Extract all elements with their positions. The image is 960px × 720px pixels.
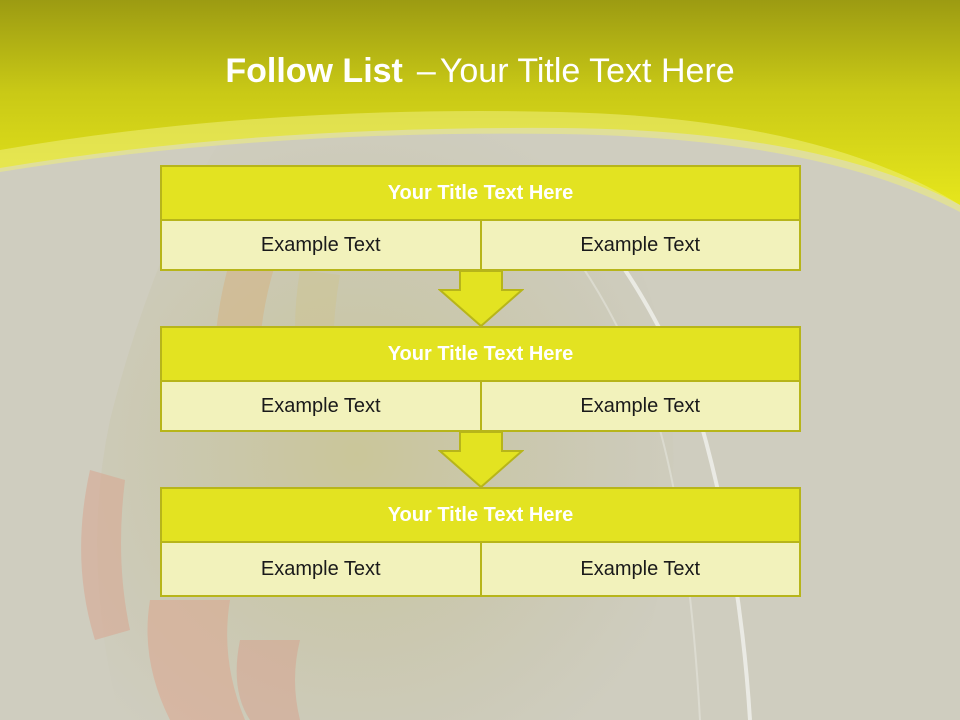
block-cell-left: Example Text: [160, 221, 482, 271]
block-cell-right: Example Text: [481, 543, 801, 597]
slide-title-rest: Your Title Text Here: [439, 52, 735, 90]
block-title: Your Title Text Here: [160, 326, 801, 382]
block-cell-right: Example Text: [481, 382, 801, 432]
block-cell-right: Example Text: [481, 221, 801, 271]
slide-title: Follow List–Your Title Text Here: [0, 52, 960, 91]
flow-block-2: Your Title Text Here Example Text Exampl…: [160, 326, 801, 432]
block-row: Example Text Example Text: [160, 221, 801, 271]
block-cell-left: Example Text: [160, 382, 482, 432]
down-arrow-icon: [438, 431, 524, 489]
block-row: Example Text Example Text: [160, 543, 801, 597]
slide-title-bold: Follow List: [225, 52, 403, 90]
block-title: Your Title Text Here: [160, 487, 801, 543]
block-title: Your Title Text Here: [160, 165, 801, 221]
slide-title-separator: –: [416, 52, 436, 90]
block-row: Example Text Example Text: [160, 382, 801, 432]
block-cell-left: Example Text: [160, 543, 482, 597]
flow-block-3: Your Title Text Here Example Text Exampl…: [160, 487, 801, 597]
flow-block-1: Your Title Text Here Example Text Exampl…: [160, 165, 801, 271]
down-arrow-icon: [438, 270, 524, 328]
